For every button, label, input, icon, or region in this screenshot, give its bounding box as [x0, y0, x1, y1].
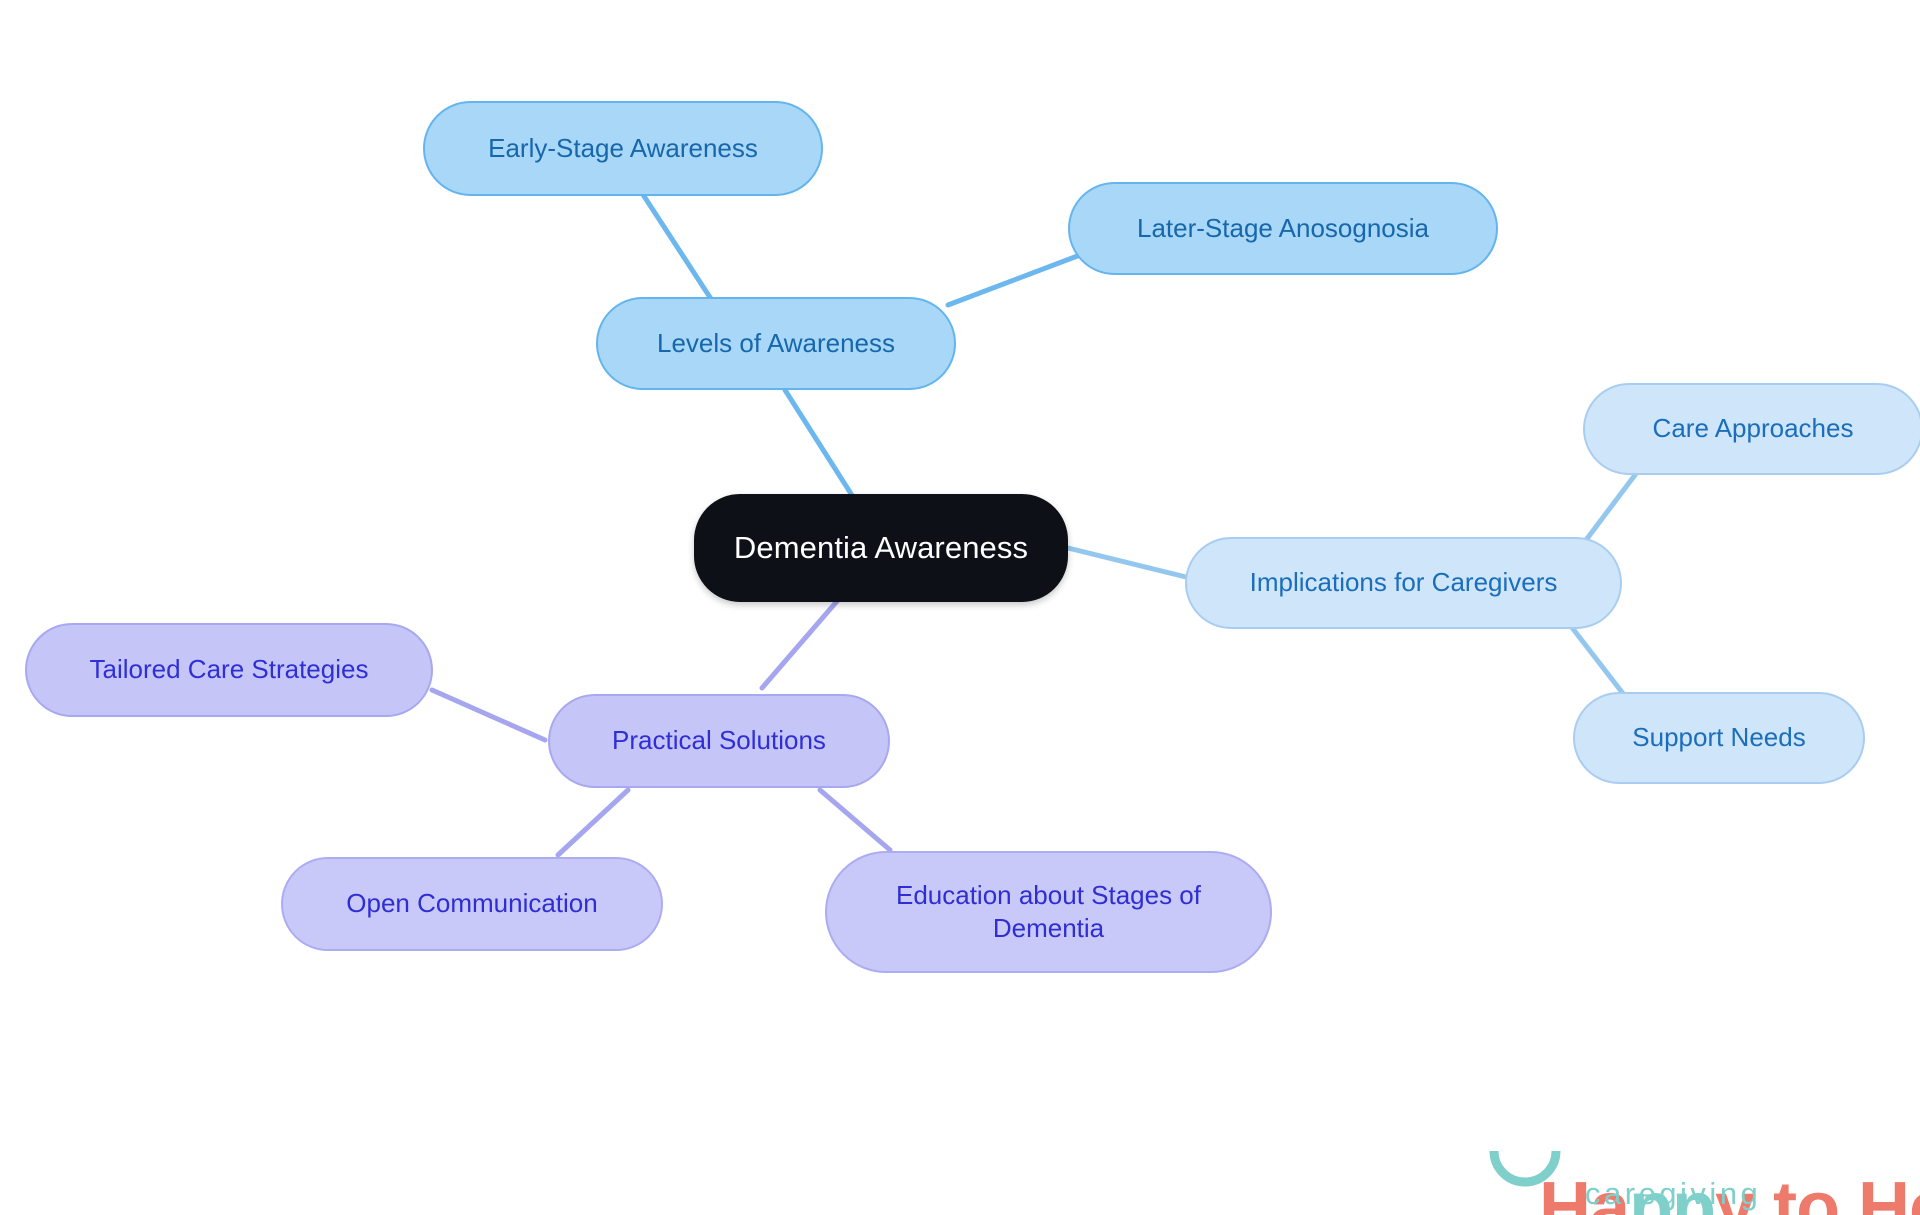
node-open-communication[interactable]: Open Communication — [281, 857, 663, 951]
node-early-stage-awareness[interactable]: Early-Stage Awareness — [423, 101, 823, 196]
node-support-needs[interactable]: Support Needs — [1573, 692, 1865, 784]
edge-root-to-levels-of-awareness — [782, 387, 858, 503]
edge-practical-solutions-to-tailored-care-strategies — [429, 687, 548, 743]
edge-root-to-practical-solutions — [759, 597, 841, 691]
edge-practical-solutions-to-education-about-stages-of-dementia — [817, 787, 893, 853]
logo-text-ha: Ha — [1539, 1168, 1630, 1215]
edge-levels-of-awareness-to-later-stage-anosognosia — [945, 252, 1083, 308]
node-practical-solutions[interactable]: Practical Solutions — [548, 694, 890, 788]
node-levels-of-awareness[interactable]: Levels of Awareness — [596, 297, 956, 390]
node-tailored-care-strategies[interactable]: Tailored Care Strategies — [25, 623, 433, 717]
logo-wordmark: Happy to Help — [1425, 1100, 1920, 1215]
node-education-about-stages-of-dementia[interactable]: Education about Stages of Dementia — [825, 851, 1272, 973]
logo-text-to-help: to Help — [1773, 1168, 1920, 1215]
node-implications-for-caregivers[interactable]: Implications for Caregivers — [1185, 537, 1622, 629]
edge-practical-solutions-to-open-communication — [555, 787, 631, 858]
logo-text-y: y — [1715, 1168, 1755, 1215]
edge-root-to-implications-for-caregivers — [1065, 545, 1193, 581]
node-later-stage-anosognosia[interactable]: Later-Stage Anosognosia — [1068, 182, 1498, 275]
brand-logo: Happy to Help caregiving — [1425, 1100, 1920, 1215]
edge-levels-of-awareness-to-early-stage-awareness — [637, 187, 718, 308]
node-care-approaches[interactable]: Care Approaches — [1583, 383, 1920, 475]
logo-text-pp: pp — [1629, 1168, 1716, 1215]
node-dementia-awareness-root[interactable]: Dementia Awareness — [694, 494, 1068, 602]
logo-smile-icon — [1489, 1150, 1561, 1187]
logo-tagline: caregiving — [1585, 1176, 1762, 1211]
edge-implications-for-caregivers-to-support-needs — [1567, 622, 1631, 703]
